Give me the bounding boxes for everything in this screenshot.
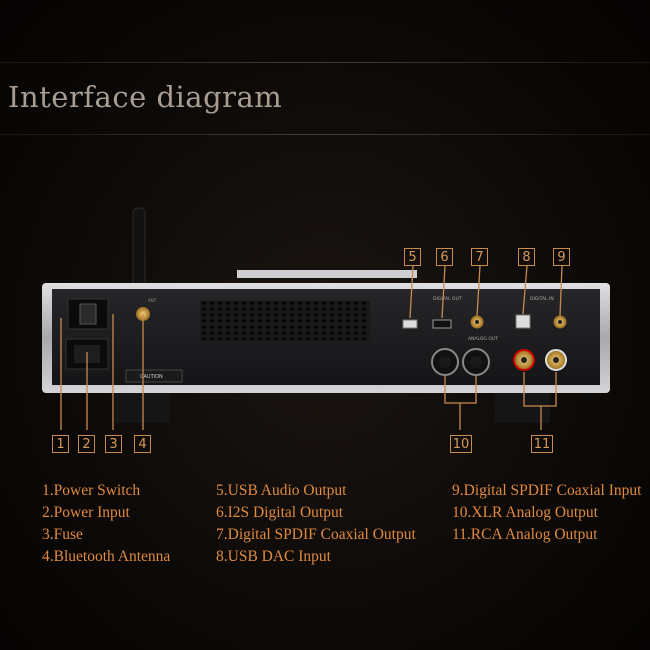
callout-10: 10 (450, 435, 472, 453)
title-divider (0, 134, 650, 135)
callout-8: 8 (518, 248, 535, 266)
callout-7: 7 (471, 248, 488, 266)
callout-2: 2 (78, 435, 95, 453)
caution-plate (125, 369, 183, 383)
leader-lines (60, 265, 563, 430)
callout-5: 5 (404, 248, 421, 266)
device-rear-panel-diagram: ANT CAUTION DIGITAL OUT DIGITAL IN ANALO… (42, 207, 610, 430)
legend-item-i2s-digital-output: 6.I2S Digital Output (216, 504, 344, 521)
legend-item-coaxial-output: 7.Digital SPDIF Coaxial Output (216, 526, 416, 543)
legend-item-coaxial-input: 9.Digital SPDIF Coaxial Input (452, 482, 642, 499)
callout-11: 11 (531, 435, 553, 453)
i2s-digital-output-port (432, 319, 452, 329)
xlr-analog-outputs (431, 348, 490, 376)
callout-6: 6 (436, 248, 453, 266)
legend-item-fuse: 3.Fuse (42, 526, 83, 543)
digital-in-label: DIGITAL IN (530, 296, 554, 302)
analog-out-label: ANALOG OUT (468, 336, 498, 342)
callout-3: 3 (105, 435, 122, 453)
legend-item-power-switch: 1.Power Switch (42, 482, 141, 499)
callout-4: 4 (134, 435, 151, 453)
top-divider (0, 62, 650, 63)
legend-item-rca-analog-output: 11.RCA Analog Output (452, 526, 598, 543)
foot-right (495, 393, 550, 423)
callout-9: 9 (553, 248, 570, 266)
legend-item-usb-dac-input: 8.USB DAC Input (216, 548, 331, 565)
caution-label: CAUTION (140, 374, 163, 380)
legend-item-usb-audio-output: 5.USB Audio Output (216, 482, 347, 499)
legend-item-xlr-analog-output: 10.XLR Analog Output (452, 504, 598, 521)
rca-analog-outputs (513, 349, 567, 371)
page-title: Interface diagram (8, 80, 283, 114)
legend-item-bluetooth-antenna: 4.Bluetooth Antenna (42, 548, 171, 565)
ant-label: ANT (148, 298, 157, 303)
legend-item-power-input: 2.Power Input (42, 504, 130, 521)
top-handle (237, 270, 417, 278)
usb-audio-output-port (402, 319, 418, 329)
digital-out-label: DIGITAL OUT (433, 296, 462, 302)
callout-1: 1 (52, 435, 69, 453)
usb-dac-input-port (515, 314, 531, 329)
power-switch (67, 298, 109, 330)
vent-grille (200, 301, 370, 341)
